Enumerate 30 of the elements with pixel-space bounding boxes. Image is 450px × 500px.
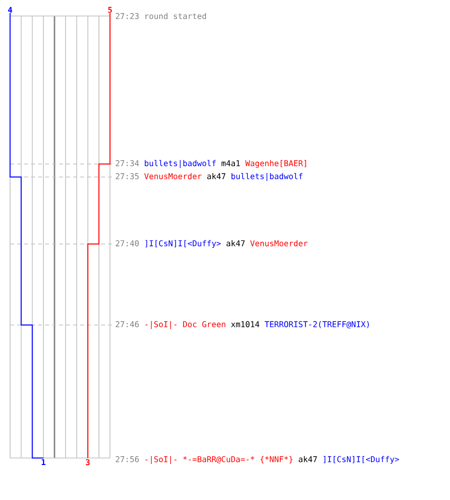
label: VenusMoerder <box>250 240 308 246</box>
label: 27:56 <box>116 456 139 462</box>
label: 27:35 <box>116 173 139 180</box>
event-line: 27:46 -|SoI|- Doc Green xm1014 TERRORIST-2(TREFF@NIX) <box>116 321 369 329</box>
event-line: 27:34 bullets|badwolf m4a1 Wagenhe[BAER] <box>116 160 306 168</box>
label: m4a1 <box>222 160 240 166</box>
event-line: 27:56 -|SoI|- *-=BaRR@CuDa=-* {*NNF*} ak47 ]I[CsN]I[<Duffy> <box>116 456 400 464</box>
label: TERRORIST-2(TREFF@NIX) <box>264 321 369 328</box>
label: VenusMoerder <box>144 173 202 180</box>
label: ]I[CsN]I[<Duffy> <box>324 456 400 464</box>
count-label: 4 <box>8 6 12 13</box>
label: ]I[CsN]I[<Duffy> <box>145 240 221 248</box>
label: ak47 <box>226 240 245 246</box>
label: ak47 <box>207 173 226 180</box>
label: 27:40 <box>116 240 139 246</box>
label: Wagenhe[BAER] <box>245 160 306 168</box>
label: bullets|badwolf <box>144 160 216 168</box>
event-line: 27:23 round started <box>116 12 206 20</box>
event-line: 27:35 VenusMoerder ak47 bullets|badwolf <box>116 173 302 181</box>
label: 27:46 <box>116 321 139 328</box>
count-label: 5 <box>108 6 112 13</box>
event-line: 27:40 ]I[CsN]I[<Duffy> ak47 VenusMoerder <box>116 240 308 248</box>
count-label: 1 <box>42 459 46 466</box>
label: ak47 <box>298 456 317 462</box>
label: 27:34 <box>116 160 139 166</box>
label: -|SoI|- *-=BaRR@CuDa=-* {*NNF*} <box>145 456 293 464</box>
label: -|SoI|- Doc Green <box>145 320 226 329</box>
label: xm1014 <box>231 321 260 328</box>
count-label: 3 <box>86 459 90 466</box>
label: bullets|badwolf <box>232 172 302 181</box>
